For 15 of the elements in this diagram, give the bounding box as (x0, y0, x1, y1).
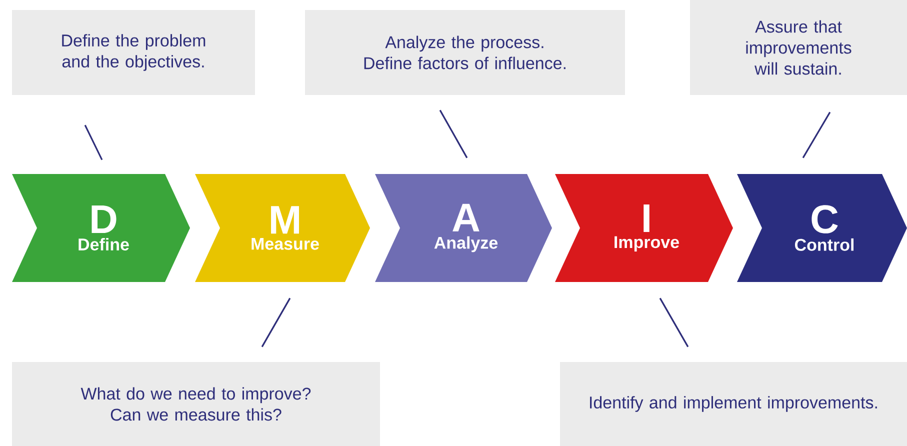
text-box: Analyze the process. Define factors of influence. (305, 10, 625, 95)
connector-line (261, 298, 291, 348)
connector-line (659, 298, 689, 348)
text-box: Define the problem and the objectives. (12, 10, 255, 95)
chevron-step: M Measure (195, 174, 370, 282)
connector-line (802, 112, 831, 158)
chevron-step: I Improve (555, 174, 733, 282)
text-box: What do we need to improve? Can we measure this? (12, 362, 380, 446)
text-box: Assure that improvements will sustain. (690, 0, 907, 95)
chevron-step: C Control (737, 174, 907, 282)
chevron-step: D Define (12, 174, 190, 282)
text-box: Identify and implement improvements. (560, 362, 907, 446)
chevron-step: A Analyze (375, 174, 552, 282)
connector-line (84, 124, 103, 160)
connector-line (439, 110, 468, 158)
